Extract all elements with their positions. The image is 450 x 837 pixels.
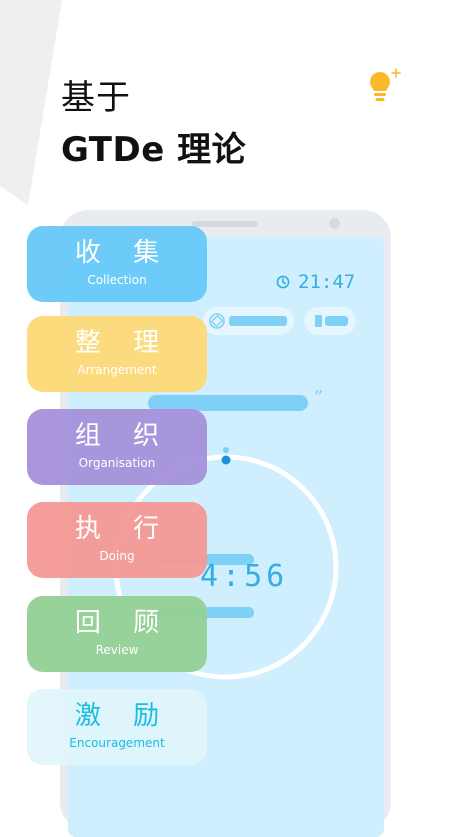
card-review-en: Review	[95, 643, 139, 657]
card-encouragement-en: Encouragement	[69, 736, 165, 750]
rotate-lock-icon	[209, 313, 225, 329]
card-organisation-cn: 组 织	[74, 421, 172, 451]
headline-line-1: 基于	[61, 78, 131, 118]
card-encouragement-cn: 激 励	[74, 701, 172, 731]
card-doing[interactable]: 执 行 Doing	[27, 502, 207, 578]
quote-mark: ”	[314, 387, 324, 408]
card-collection-en: Collection	[87, 273, 147, 287]
clock-icon	[276, 275, 290, 289]
lightbulb-icon	[370, 68, 401, 101]
battery-icon	[315, 315, 322, 327]
card-encouragement[interactable]: 激 励 Encouragement	[27, 689, 207, 765]
card-organisation[interactable]: 组 织 Organisation	[27, 409, 207, 485]
card-organisation-en: Organisation	[78, 456, 156, 470]
card-doing-cn: 执 行	[74, 514, 172, 544]
background-shape	[0, 0, 62, 205]
battery-pill	[304, 307, 356, 335]
card-arrangement-en: Arrangement	[77, 363, 157, 377]
card-doing-en: Doing	[99, 549, 135, 563]
phone-camera	[329, 218, 340, 229]
card-review-cn: 回 顾	[74, 608, 172, 638]
rotate-lock-bar	[229, 316, 287, 326]
clock-time: 21:47	[298, 271, 356, 293]
battery-bar	[325, 316, 348, 326]
phone-speaker	[192, 221, 258, 227]
clock-readout: 21:47	[276, 271, 355, 293]
rotate-lock-pill[interactable]	[203, 307, 294, 335]
card-collection-cn: 收 集	[74, 238, 172, 268]
timer-text: 4:56	[200, 559, 289, 594]
card-review[interactable]: 回 顾 Review	[27, 596, 207, 672]
headline-line-2: GTDe 理论	[61, 130, 247, 170]
card-arrangement[interactable]: 整 理 Arrangement	[27, 316, 207, 392]
card-arrangement-cn: 整 理	[74, 328, 172, 358]
quote-bar	[148, 395, 308, 411]
card-collection[interactable]: 收 集 Collection	[27, 226, 207, 302]
